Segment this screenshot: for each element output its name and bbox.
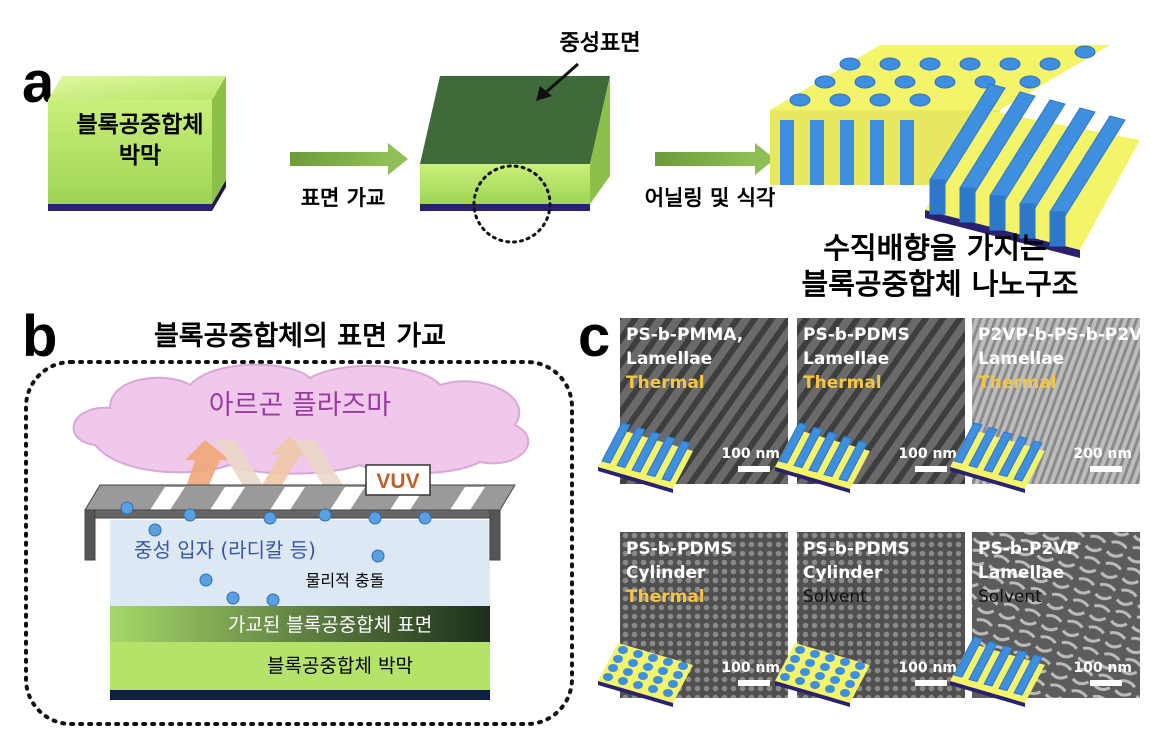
step-crosslink-label: 표면 가교: [301, 186, 386, 210]
sem-label-line1: PS-b-PDMS: [803, 539, 910, 559]
sem-label-line2: Lamellae: [978, 563, 1064, 583]
panel-label-b: b: [22, 304, 57, 369]
neutral-surface-label: 중성표면: [560, 31, 641, 56]
sem-label-line3: Thermal: [803, 373, 882, 393]
cylinder-schematic: [775, 643, 870, 707]
scale-bar-label: 200 nm: [1073, 446, 1132, 462]
dotted-frame: [24, 360, 574, 726]
substrate: [110, 690, 490, 700]
vuv-label: VUV: [376, 470, 419, 493]
lamellae-schematic: [775, 422, 870, 493]
sem-label-line2: Cylinder: [626, 563, 706, 583]
film-block: [48, 76, 226, 211]
arrow-right-icon: [290, 143, 408, 175]
lamellae-nanostructure: [925, 83, 1140, 258]
film-layer-label: 블록공중합체 박막: [267, 655, 413, 677]
sem-label-line2: Lamellae: [626, 349, 712, 369]
particle-icons: [120, 501, 432, 607]
scale-bar: [738, 680, 770, 686]
crosslinked-layer: [110, 606, 490, 642]
panel-b-title: 블록공중합체의 표면 가교: [154, 321, 446, 352]
sem-label-line2: Lamellae: [803, 349, 889, 369]
neutral-region: [110, 520, 490, 606]
neutral-particle-label: 중성 입자 (라디칼 등): [134, 538, 316, 562]
sem-label-line2: Cylinder: [803, 563, 883, 583]
lamellae-schematic: [950, 422, 1045, 493]
sem-label-line1: PS-b-PDMS: [803, 325, 910, 345]
scale-bar: [738, 466, 770, 472]
scale-bar: [1090, 466, 1122, 472]
film-label-2: 박막: [119, 143, 161, 169]
scale-bar-label: 100 nm: [721, 446, 780, 462]
panel-label-c: c: [578, 304, 610, 369]
scale-bar: [1090, 680, 1122, 686]
scale-bar-label: 100 nm: [1073, 660, 1132, 676]
crosslinked-label: 가교된 블록공중합체 표면: [228, 614, 432, 636]
sem-label-line2: Lamellae: [978, 349, 1064, 369]
film-layer: [110, 642, 490, 690]
scale-bar-label: 100 nm: [721, 660, 780, 676]
sem-label-line1: PS-b-PMMA,: [626, 325, 743, 345]
step-anneal-label: 어닐링 및 식각: [645, 186, 776, 210]
pointer-arrow-icon: [536, 62, 579, 101]
sem-label-line3: Thermal: [626, 373, 705, 393]
sem-label-line1: PS-b-PDMS: [626, 539, 733, 559]
lamellae-schematic: [598, 422, 693, 493]
crosslinked-block: [420, 76, 610, 244]
sem-label-line3: Thermal: [978, 373, 1057, 393]
result-label-1: 수직배향을 가지는: [823, 231, 1047, 265]
scale-bar: [915, 680, 947, 686]
scale-bar: [915, 466, 947, 472]
sem-label-line3: Solvent: [978, 587, 1042, 607]
zoom-circle: [472, 164, 552, 244]
sem-label-line3: Thermal: [626, 587, 705, 607]
vuv-box: [365, 464, 431, 496]
sem-label-line1: P2VP-b-PS-b-P2VP: [978, 325, 1155, 345]
arrow-right-icon: [655, 143, 775, 175]
sem-label-line1: PS-b-P2VP: [978, 539, 1079, 559]
scale-bar-label: 100 nm: [898, 660, 957, 676]
sem-label-line3: Solvent: [803, 587, 867, 607]
film-label-1: 블록공중합체: [77, 112, 204, 138]
result-label-2: 블록공중합체 나노구조: [802, 267, 1079, 301]
lamellae-schematic: [950, 636, 1045, 707]
cylinder-schematic: [598, 643, 693, 707]
collision-label: 물리적 충돌: [306, 571, 385, 590]
scale-bar-label: 100 nm: [898, 446, 957, 462]
plasma-label: 아르곤 플라즈마: [209, 390, 392, 421]
